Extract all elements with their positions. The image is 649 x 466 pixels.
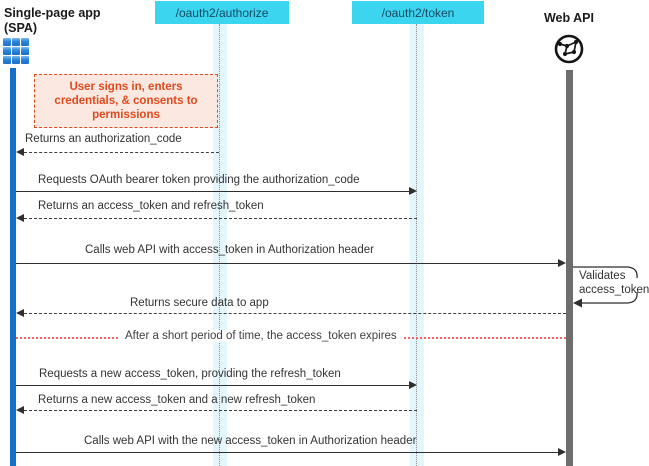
grid-cell bbox=[12, 47, 20, 55]
spa-actor-label: Single-page app (SPA) bbox=[4, 6, 101, 36]
message-label: Requests OAuth bearer token providing th… bbox=[38, 174, 360, 186]
message-label: Returns a new access_token and a new ref… bbox=[38, 394, 316, 406]
authorize-endpoint-box: /oauth2/authorize bbox=[155, 1, 289, 24]
token-lifeline bbox=[416, 24, 417, 466]
validates-note: Validates access_token bbox=[579, 269, 649, 297]
message-arrowhead bbox=[16, 406, 24, 414]
spa-name: Single-page app bbox=[4, 6, 101, 20]
message-label: Calls web API with access_token in Autho… bbox=[85, 244, 374, 256]
grid-cell bbox=[21, 38, 29, 46]
token-lifeline-band bbox=[410, 24, 424, 466]
message-label: Requests a new access_token, providing t… bbox=[39, 368, 341, 380]
message-arrowhead bbox=[409, 187, 417, 195]
message-line bbox=[24, 313, 566, 314]
message-arrowhead bbox=[558, 259, 566, 267]
webapi-actor-label: Web API bbox=[543, 11, 594, 25]
spa-activation-bar bbox=[10, 68, 16, 466]
webapi-activation-bar bbox=[566, 70, 573, 466]
token-expires-note: After a short period of time, the access… bbox=[120, 330, 402, 342]
message-label: Returns an authorization_code bbox=[25, 133, 182, 145]
message-arrowhead bbox=[16, 148, 24, 156]
token-endpoint-label: /oauth2/token bbox=[381, 5, 455, 20]
authorize-endpoint-label: /oauth2/authorize bbox=[175, 5, 269, 20]
authorize-lifeline-band bbox=[213, 24, 227, 466]
token-endpoint-box: /oauth2/token bbox=[352, 1, 484, 24]
grid-cell bbox=[12, 56, 20, 64]
message-line bbox=[16, 385, 409, 386]
message-line bbox=[24, 410, 417, 411]
message-line bbox=[24, 152, 219, 153]
message-label: Returns an access_token and refresh_toke… bbox=[38, 200, 264, 212]
grid-cell bbox=[3, 38, 11, 46]
validates-line2: access_token bbox=[579, 284, 649, 296]
grid-cell bbox=[3, 56, 11, 64]
message-arrowhead bbox=[16, 309, 24, 317]
grid-cell bbox=[3, 47, 11, 55]
self-message-bracket bbox=[573, 266, 638, 308]
grid-cell bbox=[21, 56, 29, 64]
message-line bbox=[16, 452, 558, 453]
user-signin-note: User signs in, enters credentials, & con… bbox=[34, 74, 218, 128]
spa-sub: (SPA) bbox=[4, 21, 38, 35]
message-arrowhead bbox=[409, 381, 417, 389]
grid-cell bbox=[12, 38, 20, 46]
grid-cell bbox=[21, 47, 29, 55]
message-label: Calls web API with the new access_token … bbox=[84, 435, 417, 447]
authorize-lifeline bbox=[219, 24, 220, 466]
app-grid-icon bbox=[3, 38, 29, 64]
message-line bbox=[16, 263, 558, 264]
globe-network-icon bbox=[554, 34, 584, 64]
message-arrowhead bbox=[16, 214, 24, 222]
message-line bbox=[16, 191, 409, 192]
message-arrowhead bbox=[558, 448, 566, 456]
message-label: Returns secure data to app bbox=[130, 297, 269, 309]
validates-line1: Validates bbox=[579, 270, 626, 282]
message-line bbox=[24, 218, 417, 219]
